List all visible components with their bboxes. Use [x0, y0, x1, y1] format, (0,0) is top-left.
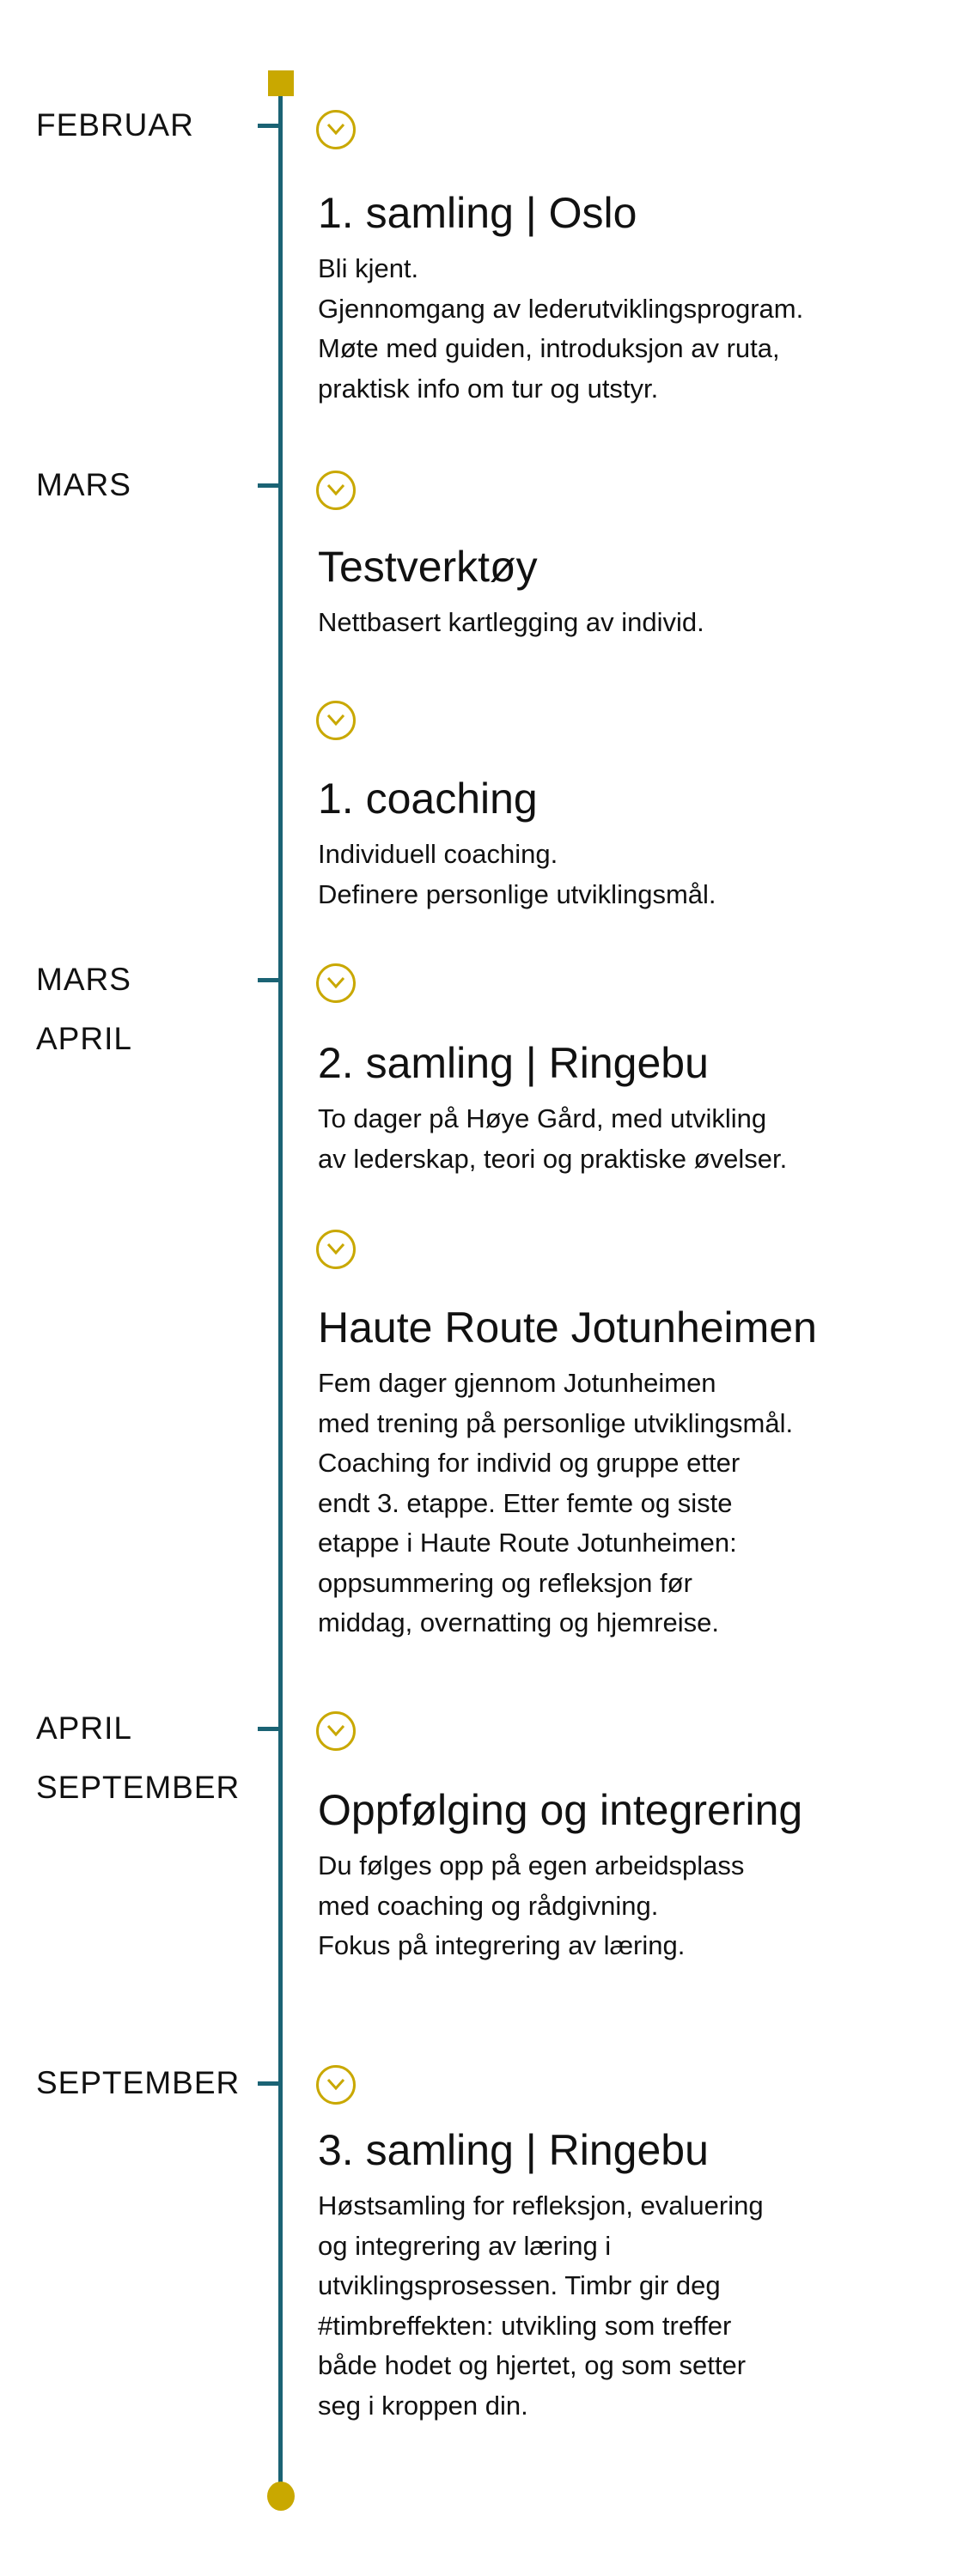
month-label: MARS APRIL	[36, 960, 132, 1059]
month-label-line: SEPTEMBER	[36, 2065, 241, 2100]
description-line: praktisk info om tur og utstyr.	[318, 373, 659, 404]
description-line: etappe i Haute Route Jotunheimen:	[318, 1528, 737, 1558]
chevron-down-icon	[326, 1242, 345, 1255]
expand-chevron-button[interactable]	[316, 2065, 356, 2105]
event-title: 2. samling | Ringebu	[318, 1039, 709, 1087]
description-line: Gjennomgang av lederutviklingsprogram.	[318, 293, 804, 324]
description-line: middag, overnatting og hjemreise.	[318, 1607, 719, 1637]
description-line: med coaching og rådgivning.	[318, 1890, 659, 1921]
description-line: Bli kjent.	[318, 253, 419, 283]
chevron-down-icon	[326, 976, 345, 989]
timeline-tick	[258, 1727, 280, 1731]
month-label-line: SEPTEMBER	[36, 1770, 241, 1805]
chevron-down-icon	[326, 483, 345, 496]
expand-chevron-button[interactable]	[316, 110, 356, 149]
event-description: Nettbasert kartlegging av individ.	[318, 603, 945, 643]
chevron-down-icon	[326, 714, 345, 726]
month-label: SEPTEMBER	[36, 2063, 240, 2103]
description-line: Coaching for individ og gruppe etter	[318, 1448, 741, 1478]
timeline-event: Oppfølging og integrering Du følges opp p…	[318, 1784, 945, 1966]
description-line: To dager på Høye Gård, med utvikling	[318, 1103, 767, 1133]
chevron-down-icon	[326, 1724, 345, 1737]
description-line: oppsummering og refleksjon før	[318, 1567, 692, 1598]
timeline-tick	[258, 978, 280, 982]
event-description: Fem dager gjennom Jotunheimen med trening…	[318, 1364, 945, 1643]
timeline-end-marker	[267, 2482, 295, 2511]
event-description: Høstsamling for refleksjon, evaluering og…	[318, 2186, 945, 2426]
event-description: Du følges opp på egen arbeidsplass med co…	[318, 1846, 945, 1966]
event-title: Testverktøy	[318, 543, 538, 591]
timeline-line	[278, 82, 283, 2495]
description-line: Møte med guiden, introduksjon av ruta,	[318, 333, 780, 363]
month-label-line: MARS	[36, 962, 131, 997]
timeline-tick	[258, 483, 280, 488]
event-title: 1. samling | Oslo	[318, 189, 637, 237]
month-label-line: MARS	[36, 467, 131, 502]
timeline-event: 2. samling | Ringebu To dager på Høye Går…	[318, 1037, 945, 1179]
expand-chevron-button[interactable]	[316, 701, 356, 740]
event-description: To dager på Høye Gård, med utvikling av l…	[318, 1099, 945, 1179]
month-label-line: APRIL	[36, 1021, 132, 1056]
timeline-tick	[258, 2081, 280, 2086]
event-description: Individuell coaching. Definere personlige…	[318, 835, 945, 914]
expand-chevron-button[interactable]	[316, 471, 356, 510]
month-label: MARS	[36, 465, 131, 505]
expand-chevron-button[interactable]	[316, 963, 356, 1003]
description-line: både hodet og hjertet, og som setter	[318, 2350, 747, 2380]
description-line: Nettbasert kartlegging av individ.	[318, 607, 704, 637]
description-line: endt 3. etappe. Etter femte og siste	[318, 1487, 733, 1518]
description-line: Høstsamling for refleksjon, evaluering	[318, 2190, 764, 2221]
event-title: 1. coaching	[318, 775, 538, 823]
month-label-line: FEBRUAR	[36, 107, 194, 143]
description-line: Du følges opp på egen arbeidsplass	[318, 1850, 745, 1880]
description-line: og integrering av læring i	[318, 2230, 612, 2261]
description-line: #timbreffekten: utvikling som treffer	[318, 2310, 732, 2341]
chevron-down-icon	[326, 123, 345, 136]
chevron-down-icon	[326, 2078, 345, 2091]
event-description: Bli kjent. Gjennomgang av lederutviklings…	[318, 249, 945, 409]
description-line: Fokus på integrering av læring.	[318, 1930, 686, 1960]
event-title: Oppfølging og integrering	[318, 1786, 803, 1834]
timeline-start-marker	[268, 70, 294, 96]
timeline-tick	[258, 124, 280, 128]
description-line: Definere personlige utviklingsmål.	[318, 878, 716, 909]
description-line: utviklingsprosessen. Timbr gir deg	[318, 2270, 721, 2300]
description-line: med trening på personlige utviklingsmål.	[318, 1407, 794, 1438]
description-line: Fem dager gjennom Jotunheimen	[318, 1368, 716, 1398]
description-line: av lederskap, teori og praktiske øvelser…	[318, 1143, 788, 1174]
expand-chevron-button[interactable]	[316, 1711, 356, 1751]
month-label: APRIL SEPTEMBER	[36, 1709, 240, 1807]
description-line: seg i kroppen din.	[318, 2390, 528, 2421]
expand-chevron-button[interactable]	[316, 1230, 356, 1269]
event-title: Haute Route Jotunheimen	[318, 1303, 817, 1352]
month-label-line: APRIL	[36, 1710, 132, 1746]
event-title: 3. samling | Ringebu	[318, 2126, 709, 2174]
month-label: FEBRUAR	[36, 106, 194, 145]
description-line: Individuell coaching.	[318, 839, 558, 869]
